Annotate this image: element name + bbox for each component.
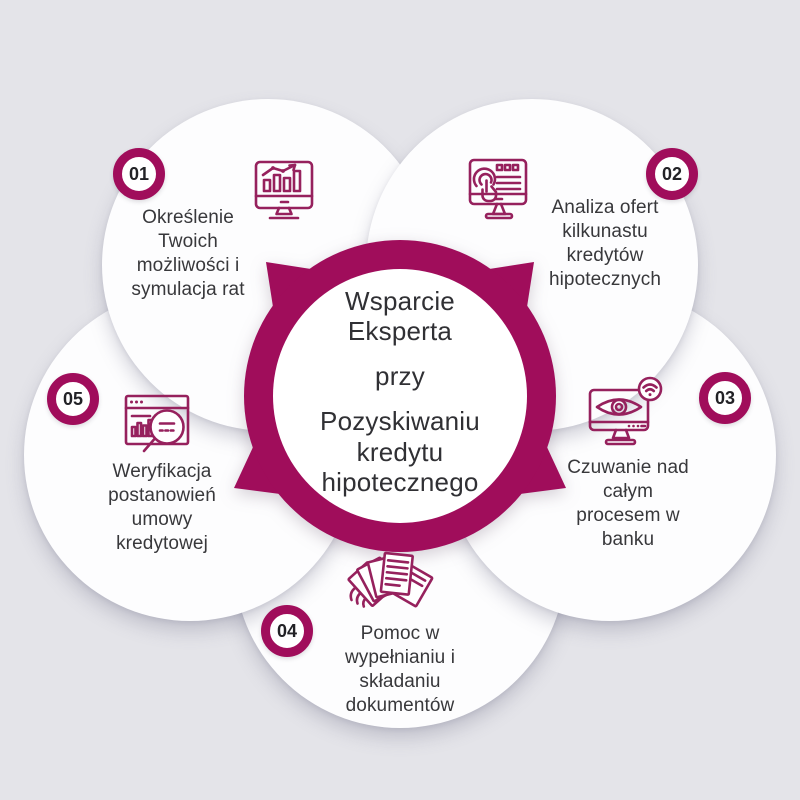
step-4-number-badge: 04	[261, 605, 313, 657]
monitor-click-icon	[462, 152, 534, 224]
browser-magnifier-icon	[120, 386, 198, 464]
center-badge-ring	[234, 240, 566, 552]
center-title-line3: Pozyskiwaniu kredytu hipotecznego	[320, 406, 480, 497]
monitor-eye-wifi-icon	[584, 376, 664, 452]
step-3-number: 03	[714, 387, 736, 408]
step-1-number-badge: 01	[113, 148, 165, 200]
center-title-line1: Wsparcie Eksperta	[345, 286, 455, 347]
step-5-number: 05	[62, 388, 84, 409]
step-2-number-badge: 02	[646, 148, 698, 200]
step-1-number: 01	[128, 163, 150, 184]
step-3-label: Czuwanie nad całym procesem w banku	[567, 457, 689, 551]
step-1-label: Określenie Twoich możliwości i symulacja…	[131, 207, 245, 301]
step-4-number: 04	[276, 620, 298, 641]
step-3-number-badge: 03	[699, 372, 751, 424]
center-title: Wsparcie Eksperta przy Pozyskiwaniu kred…	[300, 286, 500, 497]
step-2-number: 02	[661, 163, 683, 184]
step-5-label: Weryfikacja postanowień umowy kredytowej	[108, 461, 216, 555]
documents-icon	[342, 548, 442, 620]
badge-inner-circle	[273, 269, 527, 523]
center-title-line2: przy	[375, 361, 425, 392]
step-2-label: Analiza ofert kilkunastu kredytów hipote…	[548, 197, 662, 291]
monitor-chart-icon	[248, 156, 320, 228]
step-4-label: Pomoc w wypełnianiu i składaniu dokument…	[344, 623, 456, 717]
step-5-number-badge: 05	[47, 373, 99, 425]
